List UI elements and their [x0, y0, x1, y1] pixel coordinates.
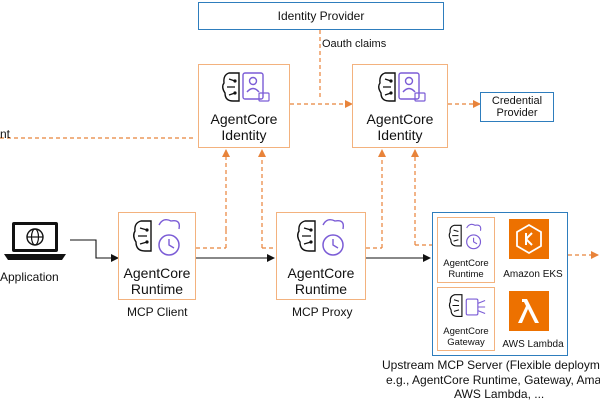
- runtime-brain-icon: [133, 218, 181, 256]
- upstream-caption-line1: Upstream MCP Server (Flexible deploymen: [382, 358, 600, 372]
- identity-left-line1: AgentCore: [210, 111, 278, 127]
- upstream-runtime-box: AgentCore Runtime: [437, 217, 495, 283]
- upstream-caption-line2: e.g., AgentCore Runtime, Gateway, Amazon: [386, 373, 600, 387]
- laptop-icon: [4, 222, 66, 260]
- identity-left-line2: Identity: [221, 127, 267, 143]
- runtime-client-line1: AgentCore: [123, 265, 191, 281]
- mcp-proxy-caption: MCP Proxy: [292, 305, 353, 319]
- upstream-runtime-line1: AgentCore: [443, 258, 489, 269]
- amazon-eks-tile: [509, 219, 549, 259]
- credential-provider-line1: Credential: [491, 95, 543, 107]
- aws-lambda-tile: [509, 291, 549, 331]
- upstream-caption-line3: AWS Lambda, ...: [454, 387, 545, 401]
- runtime-client-box: AgentCore Runtime: [118, 212, 196, 300]
- mcp-client-caption: MCP Client: [127, 305, 188, 319]
- identity-left-box: AgentCore Identity: [198, 64, 290, 148]
- upstream-gateway-box: AgentCore Gateway: [437, 287, 495, 351]
- identity-brain-icon: [378, 72, 426, 102]
- runtime-proxy-line2: Runtime: [294, 281, 348, 297]
- runtime-brain-icon: [448, 223, 482, 250]
- aws-lambda-label: AWS Lambda: [502, 339, 564, 350]
- upstream-gateway-line2: Gateway: [447, 337, 485, 348]
- identity-right-box: AgentCore Identity: [352, 64, 448, 148]
- upstream-server-box: AgentCore Runtime AgentCore Gateway Amaz…: [432, 212, 568, 356]
- identity-provider-box: Identity Provider: [198, 2, 444, 30]
- identity-right-line1: AgentCore: [366, 111, 434, 127]
- runtime-proxy-box: AgentCore Runtime: [276, 212, 366, 300]
- app-to-client-arrow: [70, 239, 119, 262]
- credential-provider-line2: Provider: [496, 107, 538, 119]
- identity-provider-label: Identity Provider: [277, 9, 365, 23]
- amazon-eks-label: Amazon EKS: [503, 269, 563, 280]
- upstream-runtime-line2: Runtime: [448, 269, 484, 280]
- eks-icon: [516, 223, 542, 255]
- oauth-claims-label: Oauth claims: [322, 38, 387, 50]
- runtime-proxy-line1: AgentCore: [287, 265, 355, 281]
- runtime-client-line2: Runtime: [130, 281, 184, 297]
- client-fragment-label: nt: [0, 127, 11, 141]
- identity-brain-icon: [222, 72, 270, 102]
- application-label: Application: [0, 270, 59, 284]
- upstream-gateway-line1: AgentCore: [443, 326, 489, 337]
- lambda-icon: [518, 299, 539, 323]
- identity-right-line2: Identity: [377, 127, 423, 143]
- credential-provider-box: Credential Provider: [480, 92, 554, 122]
- runtime-brain-icon: [297, 218, 345, 256]
- gateway-brain-icon: [448, 294, 486, 317]
